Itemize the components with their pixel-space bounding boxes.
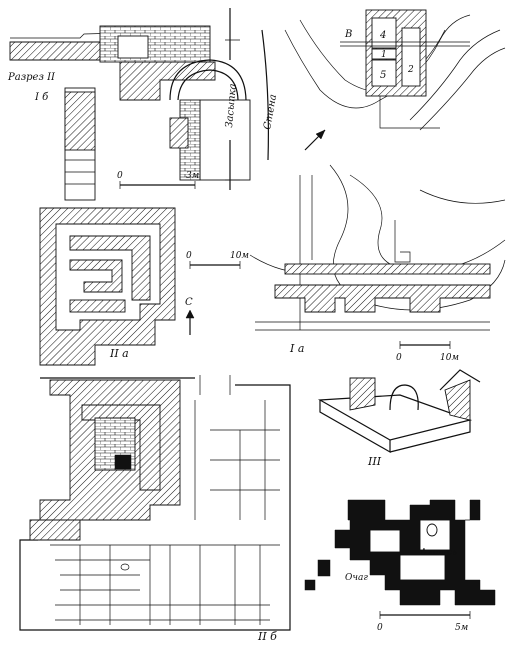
plan-2a-inner-wall-2 bbox=[69, 259, 123, 293]
room-4-label: 4 bbox=[379, 30, 386, 41]
altar-label: Алтарь bbox=[419, 548, 457, 558]
panel-1b-label: I б bbox=[34, 92, 49, 103]
plan-1a-foundation-line bbox=[255, 321, 490, 331]
plan-1a-building bbox=[394, 220, 411, 263]
plan-2b-right-rooms bbox=[194, 400, 280, 520]
arch-inner bbox=[177, 69, 239, 101]
plan-1a-contour-3 bbox=[419, 189, 506, 204]
scale-2-zero: 0 bbox=[186, 251, 192, 261]
site-letter-v: В bbox=[344, 29, 352, 40]
plan-2a-inner-wall-3 bbox=[69, 299, 126, 313]
site-drain bbox=[379, 96, 440, 129]
site-room-4 bbox=[371, 17, 397, 49]
room-5-label: 5 bbox=[380, 70, 386, 81]
scale-2-end: 10м bbox=[230, 251, 249, 261]
site-room-2 bbox=[401, 27, 421, 87]
reconstruction-back-wall bbox=[349, 377, 376, 411]
platform-left-side bbox=[319, 400, 391, 454]
scale-3-end: 10м bbox=[440, 353, 459, 363]
section-cut-ticks bbox=[225, 39, 240, 181]
altar-shape bbox=[426, 523, 438, 537]
plan-1a-lower-wall bbox=[274, 284, 491, 313]
plan-2a: II а 0 10м С bbox=[39, 207, 249, 366]
plan-2a-inner-wall-1 bbox=[69, 235, 151, 301]
section-column-hatched bbox=[64, 91, 96, 151]
plan-1a-upper-wall bbox=[284, 263, 491, 275]
reconstruction-arch bbox=[389, 384, 419, 411]
scale-1-end: 3м bbox=[186, 171, 199, 181]
contour-line-3 bbox=[409, 29, 501, 121]
altar-plan-room-south bbox=[399, 554, 446, 581]
plan-2b-hatched-base bbox=[29, 519, 81, 541]
plan-2b-walls-horizontal bbox=[50, 544, 280, 621]
plan-1a-vertical-walls bbox=[299, 175, 313, 330]
contour-line-4 bbox=[419, 47, 506, 131]
scale-1-zero: 0 bbox=[117, 171, 123, 181]
wall-label: Стена bbox=[262, 94, 279, 131]
backfill-label: Засыпка bbox=[224, 83, 239, 128]
plan-2b-dark-fill bbox=[114, 454, 132, 470]
section-column-courses bbox=[65, 159, 95, 185]
section-upper-wall bbox=[9, 41, 101, 61]
site-cut-line bbox=[340, 41, 470, 47]
room-2-label: 2 bbox=[407, 65, 414, 75]
plan-2b-entrance bbox=[199, 375, 231, 395]
site-room-5 bbox=[371, 59, 397, 87]
altar-plan-fragment-1 bbox=[317, 559, 331, 577]
plan-1a: I а 0 10м bbox=[249, 164, 506, 363]
plan-2b-label: II б bbox=[257, 630, 277, 643]
section-masonry-block bbox=[99, 25, 211, 63]
reconstruction-stair bbox=[439, 369, 481, 391]
altar-plan-fragment-2 bbox=[304, 579, 316, 591]
section-2-label: Разрез II bbox=[7, 72, 56, 83]
plan-3-label: III bbox=[367, 455, 382, 468]
arch-outer bbox=[169, 59, 247, 101]
plan-2a-outer-walls bbox=[39, 207, 176, 366]
plan-2a-label: II а bbox=[109, 347, 129, 360]
section-1b: Разрез II I б Засыпка Стена 0 3м bbox=[7, 8, 279, 201]
scale-bar-4-ticks bbox=[379, 611, 471, 619]
altar-plan-room-hearth bbox=[369, 529, 401, 553]
site-plan-contours: В 4 5 1 2 bbox=[284, 9, 506, 151]
north-arrow-2-head bbox=[185, 309, 195, 319]
scale-4-end: 5м bbox=[455, 623, 468, 633]
wall-line bbox=[261, 29, 269, 161]
plan-1a-contour-2 bbox=[349, 174, 506, 271]
plan-2b-hearth-ring bbox=[120, 563, 130, 571]
room-1-label: 1 bbox=[381, 50, 387, 60]
plan-2b-walls-vertical bbox=[79, 545, 261, 625]
plan-2b: II б bbox=[19, 375, 291, 643]
altar-plan-walls bbox=[334, 499, 496, 606]
north-label: С bbox=[185, 297, 193, 308]
section-rubble bbox=[169, 117, 189, 149]
platform-right-side bbox=[389, 420, 471, 453]
scale-3-zero: 0 bbox=[396, 353, 402, 363]
reconstruction-3: III bbox=[317, 369, 481, 468]
altar-plan: Алтарь Очаг 0 5м bbox=[304, 499, 496, 633]
backfill-box bbox=[199, 99, 251, 181]
plan-2b-hatched-inner bbox=[81, 404, 161, 491]
reconstruction-right-wall bbox=[444, 379, 471, 421]
scale-bar-3-ticks bbox=[399, 341, 451, 349]
section-niche bbox=[117, 35, 149, 59]
north-arrow-head bbox=[315, 129, 326, 140]
plan-2b-outline bbox=[19, 377, 291, 631]
scale-bar-1-ticks bbox=[119, 181, 196, 189]
scale-bar-2-ticks bbox=[189, 261, 241, 269]
scale-4-zero: 0 bbox=[377, 623, 383, 633]
site-room-1 bbox=[371, 48, 397, 60]
hearth-label: Очаг bbox=[345, 573, 368, 583]
section-lower-wall bbox=[119, 61, 216, 101]
plan-1a-label: I а bbox=[289, 342, 304, 355]
